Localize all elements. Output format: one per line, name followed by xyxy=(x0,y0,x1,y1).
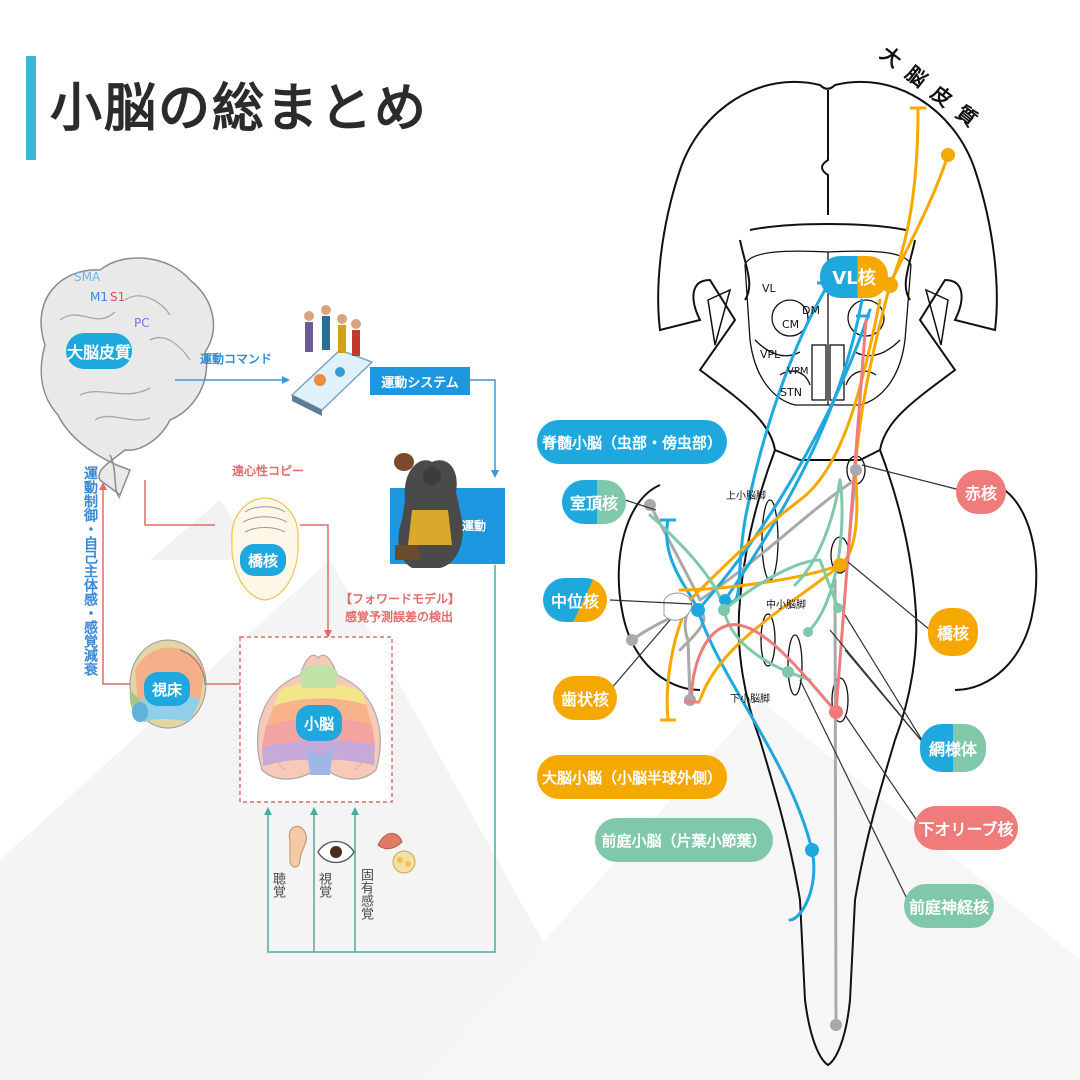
pathways xyxy=(630,108,950,1027)
brain-outline xyxy=(617,80,1038,1067)
thal-vpm-label: VPM xyxy=(787,366,809,377)
ventricles xyxy=(707,288,949,346)
ear-icon-drawing xyxy=(288,825,307,868)
vestibular-nucleus-label: 前庭神経核 xyxy=(904,884,994,928)
spinocerebellum-label: 脊髄小脳（虫部・傍虫部） xyxy=(537,420,727,464)
area-pc-label: PC xyxy=(134,316,150,330)
dentate-nucleus-label: 歯状核 xyxy=(553,676,617,720)
pontine-nucleus-label: 橋核 xyxy=(928,608,978,656)
red-nucleus-label: 赤核 xyxy=(956,470,1006,514)
vl-nucleus-label: VL核 xyxy=(820,256,888,298)
page-title: 小脳の総まとめ xyxy=(50,79,429,139)
inferior-peduncle-label: 下小脳脚 xyxy=(730,694,770,705)
pons-label: 橋核 xyxy=(240,544,286,576)
fastigial-nucleus-label: 室頂核 xyxy=(562,480,626,524)
brain-illustration xyxy=(40,257,215,499)
thal-stn-label: STN xyxy=(780,386,802,399)
eye-icon-drawing xyxy=(317,840,355,864)
reticular-formation-label: 網様体 xyxy=(920,724,986,772)
cerebellum-label: 小脳 xyxy=(296,705,342,741)
thalamus-label: 視床 xyxy=(144,672,190,706)
interposed-nucleus-label: 中位核 xyxy=(543,578,607,622)
area-m1-label: M1 xyxy=(90,290,108,304)
title-accent-bar xyxy=(26,56,36,160)
motor-system-illustration xyxy=(290,305,374,416)
gorilla-illustration xyxy=(394,453,463,568)
forward-model-subtitle: 感覚予測誤差の検出 xyxy=(345,610,454,624)
superior-peduncle-label: 上小脳脚 xyxy=(726,491,766,502)
area-s1-label: S1 xyxy=(110,290,126,304)
deep-nuclei-drawing xyxy=(663,592,693,621)
muscle-icon-drawing xyxy=(377,832,416,874)
motor-control-vertical-label: 運動制御・自己主体感・感覚減衰 xyxy=(82,466,98,676)
middle-peduncle-label: 中小脳脚 xyxy=(766,600,806,611)
cerebrocerebellum-label: 大脳小脳（小脳半球外側） xyxy=(537,755,727,799)
inferior-olive-label: 下オリーブ核 xyxy=(914,806,1018,850)
proprioception-label: 固有感覚 xyxy=(358,868,373,920)
peduncle-outlines xyxy=(760,455,866,723)
thal-cm-label: CM xyxy=(782,318,800,331)
hearing-label: 聴覚 xyxy=(270,872,285,898)
thal-vl-label: VL xyxy=(762,282,776,295)
thal-dm-label: DM xyxy=(802,304,820,317)
motor-command-label: 運動コマンド xyxy=(200,352,273,366)
thal-vpl-label: VPL xyxy=(760,348,781,361)
efference-copy-label: 遠心性コピー xyxy=(232,464,305,478)
cortex-label: 大脳皮質 xyxy=(66,333,132,369)
vision-label: 視覚 xyxy=(316,872,331,898)
motor-system-label: 運動システム xyxy=(370,367,470,395)
label-connectors xyxy=(609,464,961,906)
forward-model-title: 【フォワードモデル】 xyxy=(340,592,461,606)
vestibulocerebellum-label: 前庭小脳（片葉小節葉） xyxy=(595,818,773,862)
movement-label: 運動 xyxy=(462,519,487,533)
pathway-terminals xyxy=(626,106,955,1031)
area-sma-label: SMA xyxy=(74,270,101,284)
